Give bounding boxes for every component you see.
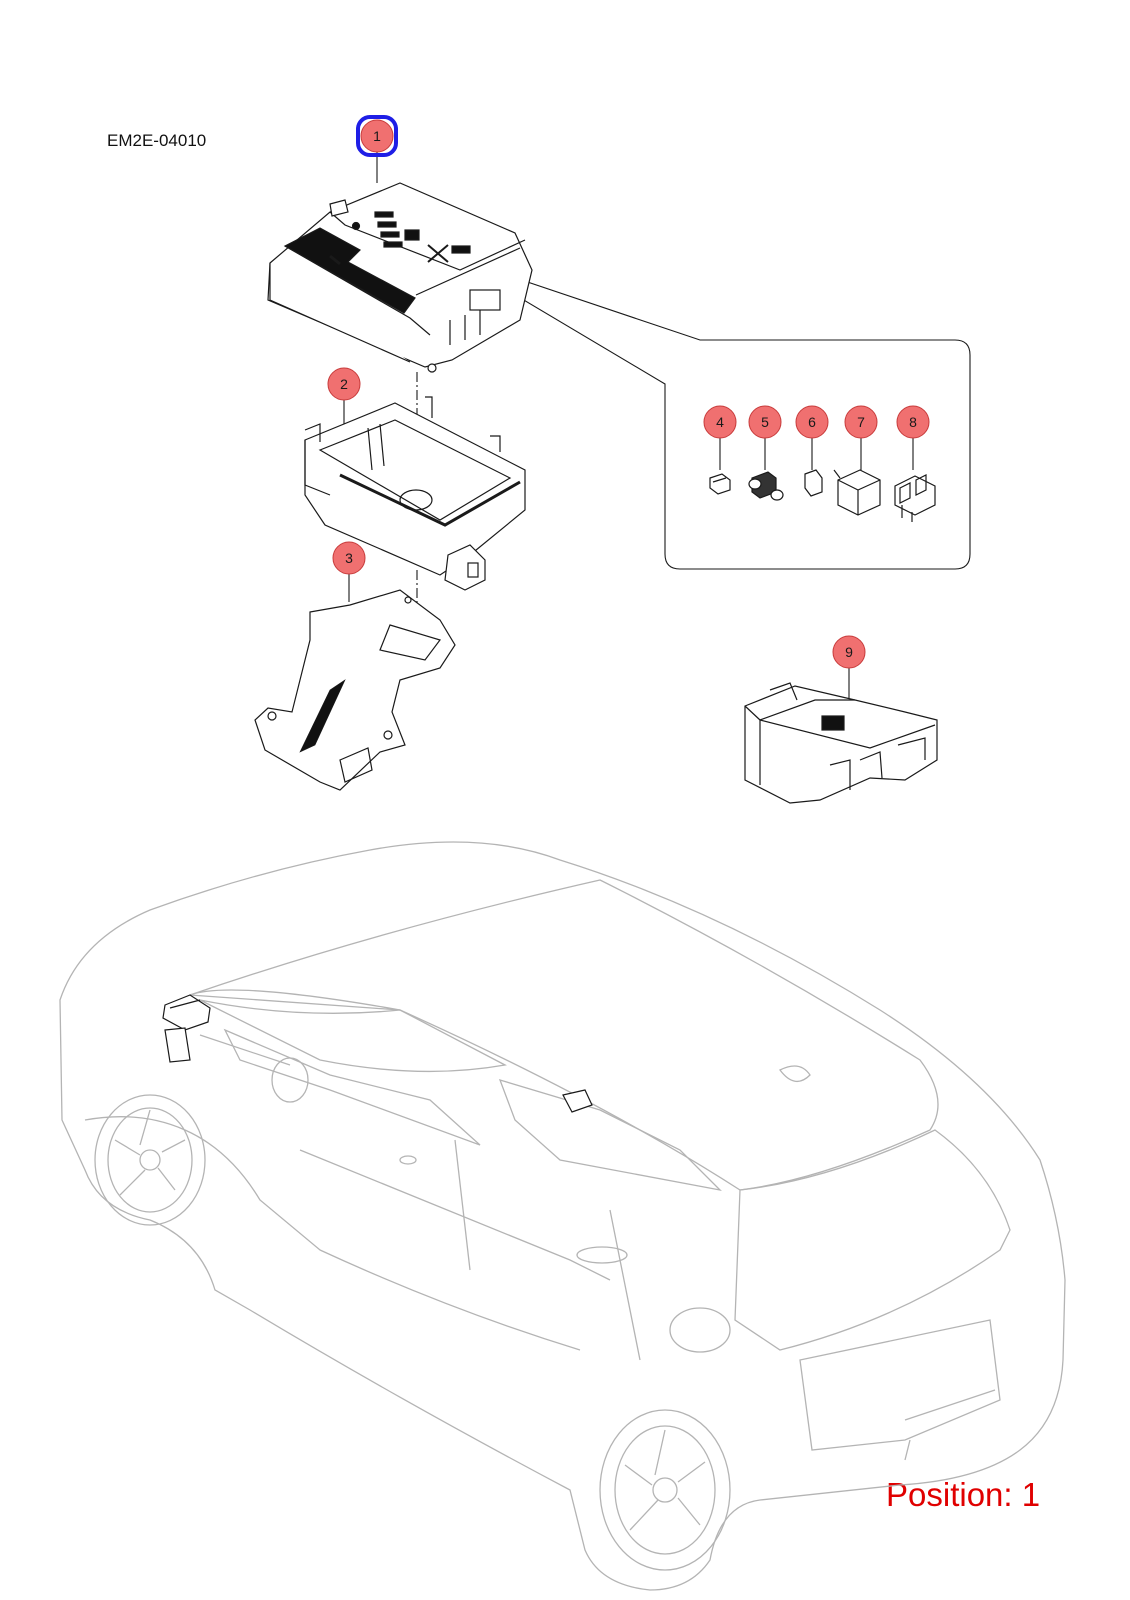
diagram-code: EM2E-04010 xyxy=(107,131,207,150)
part-3-mounting-bracket xyxy=(254,589,456,791)
callout-number: 2 xyxy=(340,376,348,392)
callout-circle xyxy=(748,405,782,439)
callout-2[interactable]: 2 xyxy=(327,367,361,401)
callout-number: 9 xyxy=(845,644,853,660)
part-7-relay xyxy=(833,469,881,516)
leader-lines xyxy=(343,150,971,699)
callout-circle xyxy=(832,635,866,669)
part-4-fuse-small xyxy=(709,473,731,495)
callout-number: 5 xyxy=(761,414,769,430)
callout-circle xyxy=(332,541,366,575)
part-2-fuse-box-tray xyxy=(304,396,526,591)
vehicle-install-locations xyxy=(162,994,593,1113)
callouts: 1 2 3 4 5 6 7 8 9 xyxy=(327,115,930,669)
callout-6[interactable]: 6 xyxy=(795,405,829,439)
callout-1[interactable]: 1 xyxy=(356,115,398,157)
callout-circle xyxy=(327,367,361,401)
callout-number: 1 xyxy=(373,128,381,144)
callout-number: 4 xyxy=(716,414,724,430)
callout-8[interactable]: 8 xyxy=(896,405,930,439)
selected-callout-highlight xyxy=(356,115,398,157)
callout-number: 8 xyxy=(909,414,917,430)
callout-number: 6 xyxy=(808,414,816,430)
callout-number: 7 xyxy=(857,414,865,430)
part-8-connector xyxy=(894,474,936,522)
callout-3[interactable]: 3 xyxy=(332,541,366,575)
callout-circle xyxy=(896,405,930,439)
callout-9[interactable]: 9 xyxy=(832,635,866,669)
part-5-fuse-clip xyxy=(748,471,784,501)
callout-circle xyxy=(360,119,394,153)
vehicle-outline xyxy=(59,841,1066,1591)
callout-circle xyxy=(844,405,878,439)
position-label: Position: 1 xyxy=(886,1476,1041,1513)
part-6-mini-fuse xyxy=(804,469,823,497)
callout-7[interactable]: 7 xyxy=(844,405,878,439)
part-1-fuse-box-cover xyxy=(267,182,533,373)
callout-4[interactable]: 4 xyxy=(703,405,737,439)
callout-circle xyxy=(703,405,737,439)
callout-number: 3 xyxy=(345,550,353,566)
callout-circle xyxy=(795,405,829,439)
part-9-junction-module xyxy=(744,682,938,804)
callout-5[interactable]: 5 xyxy=(748,405,782,439)
